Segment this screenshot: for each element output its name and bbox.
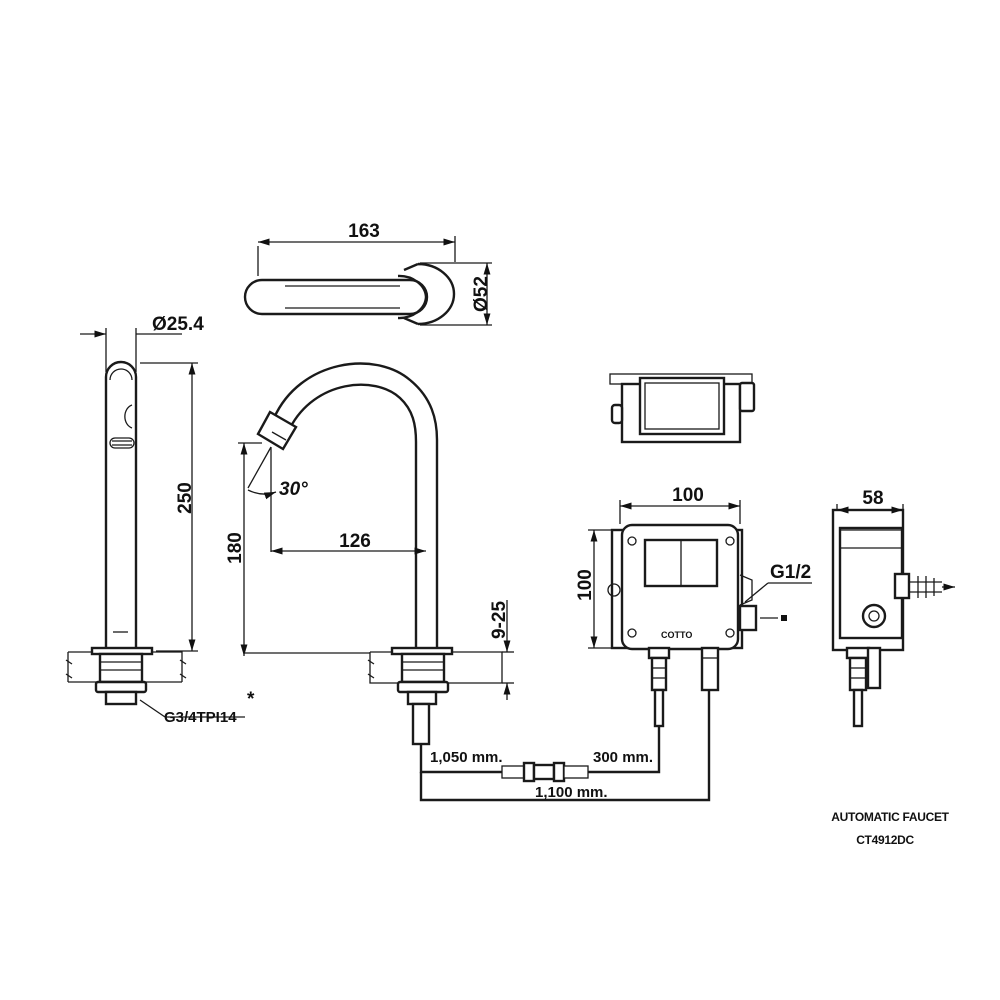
control-box-top-view [609,373,756,444]
thread-label: G3/4TPI14 [164,709,237,726]
dim-180: 180 [225,532,246,564]
dim-163: 163 [348,221,380,242]
hose-label-1100: 1,100 mm. [535,784,608,801]
dim-diameter-25-4: Ø25.4 [152,314,204,335]
top-view: 163 Ø52 [243,221,492,326]
dim-box-depth-58: 58 [862,488,883,509]
front-view: 30° 126 180 9-25 [225,362,514,746]
hose-routing: 1,050 mm. 300 mm. 1,100 mm. [419,690,711,802]
control-box-side-view: 58 [831,488,955,728]
dim-box-width-100: 100 [672,485,704,506]
inlet-label: G1/2 [770,562,811,583]
product-name: AUTOMATIC FAUCET [831,810,949,824]
dim-diameter-52: Ø52 [471,276,492,312]
dim-9-25: 9-25 [489,601,510,639]
hose-label-300: 300 mm. [593,749,653,766]
dim-angle-30: 30° [279,479,308,500]
control-box-front-view: COTTO 100 100 G1/2 [575,485,812,728]
hose-label-1050: 1,050 mm. [430,749,503,766]
brand-label: COTTO [661,630,692,640]
side-view: Ø25.4 250 G3/4TPI14 * [65,314,255,726]
model-number: CT4912DC [856,833,914,847]
dim-126: 126 [339,531,371,552]
dim-box-height-100: 100 [575,569,596,601]
title-block: AUTOMATIC FAUCET CT4912DC [831,810,950,847]
dim-250: 250 [175,482,196,514]
thread-asterisk: * [247,689,255,710]
